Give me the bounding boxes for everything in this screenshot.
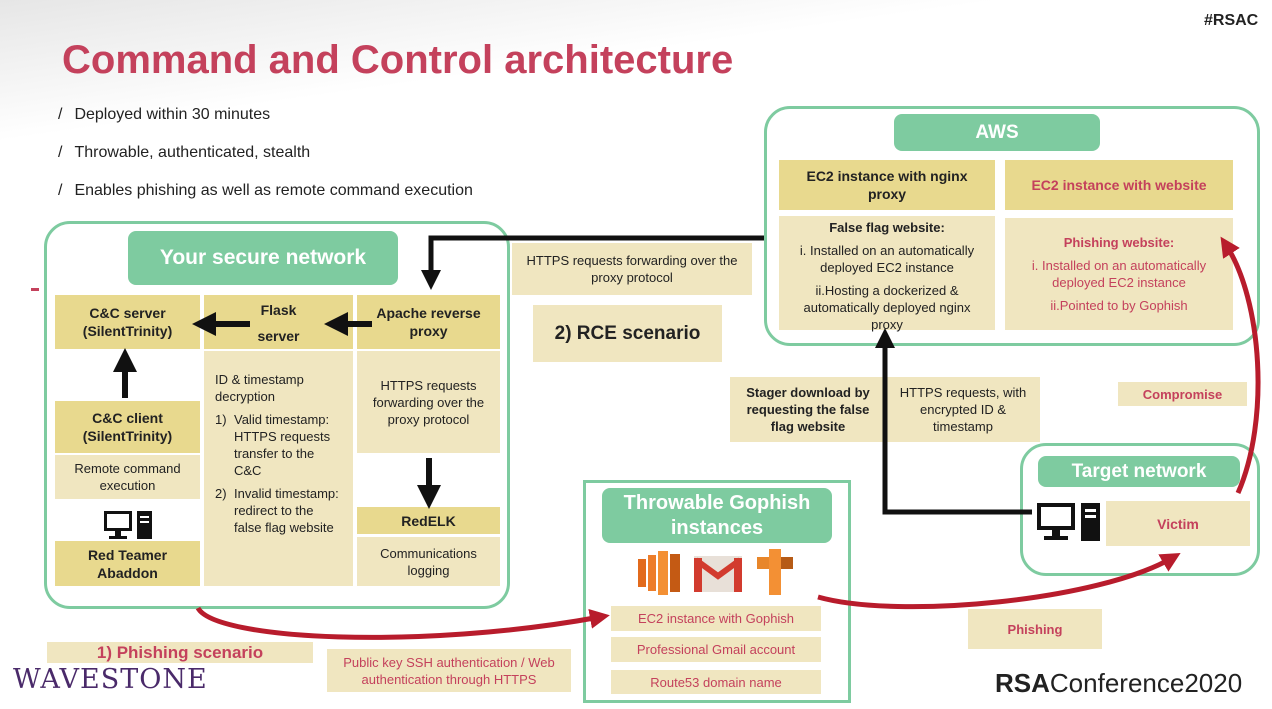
rsa-logo-bold: RSA (995, 668, 1050, 698)
arrow-phishing-scenario (195, 606, 610, 640)
wavestone-logo: WAVESTONE (13, 664, 208, 695)
phishing-website-item: i. Installed on an automatically deploye… (1031, 258, 1207, 290)
flask-details-item: 1)Valid timestamp: HTTPS requests transf… (215, 412, 331, 478)
https-encrypted-label: HTTPS requests, with encrypted ID & time… (886, 377, 1040, 442)
flask-server-label-2: server (257, 328, 300, 344)
ec2-nginx: EC2 instance with nginx proxy (779, 160, 995, 210)
secure-network-title: Your secure network (128, 231, 398, 285)
aws-box (764, 106, 1260, 346)
compromise-label: Compromise (1118, 382, 1247, 406)
computer-icon (1037, 503, 1101, 543)
rce-scenario-label: 2) RCE scenario (533, 305, 722, 362)
proxy-details: HTTPS requests forwarding over the proxy… (357, 351, 500, 453)
ssh-auth-label: Public key SSH authentication / Web auth… (327, 649, 571, 692)
phishing-label: Phishing (968, 609, 1102, 649)
red-teamer: Red Teamer Abaddon (55, 541, 200, 586)
cc-client: C&C client (SilentTrinity) (55, 401, 200, 453)
stager-label: Stager download by requesting the false … (730, 377, 886, 442)
gophish-ec2: EC2 instance with Gophish (611, 606, 821, 631)
false-flag-title: False flag website: (829, 220, 945, 235)
target-network-title: Target network (1038, 456, 1240, 487)
gmail-icon (694, 556, 742, 592)
arrow-compromise (1220, 236, 1261, 495)
aws-ec2-icon (638, 551, 682, 595)
computer-icon (104, 511, 154, 541)
gophish-route53: Route53 domain name (611, 670, 821, 694)
phishing-website-title: Phishing website: (1063, 235, 1175, 250)
false-flag-item: i. Installed on an automatically deploye… (799, 243, 975, 275)
victim-box: Victim (1106, 501, 1250, 546)
rsa-logo-conference: Conference2020 (1049, 668, 1243, 698)
apache-proxy: Apache reverse proxy (357, 295, 500, 349)
side-dash (31, 288, 39, 291)
flask-details-item: 2)Invalid timestamp: redirect to the fal… (215, 486, 339, 535)
cc-server: C&C server (SilentTrinity) (55, 295, 200, 349)
https-forwarding-label: HTTPS requests forwarding over the proxy… (512, 243, 752, 295)
gophish-title: Throwable Gophish instances (602, 488, 832, 543)
redelk: RedELK (357, 507, 500, 534)
bullet-item: /Enables phishing as well as remote comm… (58, 182, 473, 199)
false-flag-website: False flag website: i. Installed on an a… (779, 216, 995, 332)
arrow-victim-to-aws (875, 328, 1032, 515)
flask-details-intro: ID & timestamp decryption (215, 372, 304, 404)
comm-logging: Communications logging (357, 537, 500, 586)
secure-network-box (44, 221, 510, 609)
arrow-gophish-to-victim (817, 552, 1181, 610)
flask-details: ID & timestamp decryption 1)Valid timest… (204, 351, 353, 586)
phishing-website: Phishing website: i. Installed on an aut… (1005, 218, 1233, 330)
bullet-item: /Throwable, authenticated, stealth (58, 144, 311, 161)
ec2-website: EC2 instance with website (1005, 160, 1233, 210)
rsa-conference-logo: RSAConference2020 (995, 668, 1242, 699)
flask-server-label-1: Flask (260, 302, 297, 318)
rsac-tag: #RSAC (1204, 12, 1259, 29)
bullet-item: /Deployed within 30 minutes (58, 106, 271, 123)
phishing-website-item: ii.Pointed to by Gophish (1050, 298, 1188, 313)
gophish-box (583, 480, 851, 703)
arrow-aws-to-proxy (421, 235, 764, 290)
page-title: Command and Control architecture (62, 38, 734, 82)
gophish-gmail: Professional Gmail account (611, 637, 821, 662)
aws-title: AWS (894, 114, 1100, 151)
route53-icon (757, 549, 793, 595)
phishing-scenario-label: 1) Phishing scenario (47, 642, 313, 663)
remote-exec: Remote command execution (55, 455, 200, 499)
